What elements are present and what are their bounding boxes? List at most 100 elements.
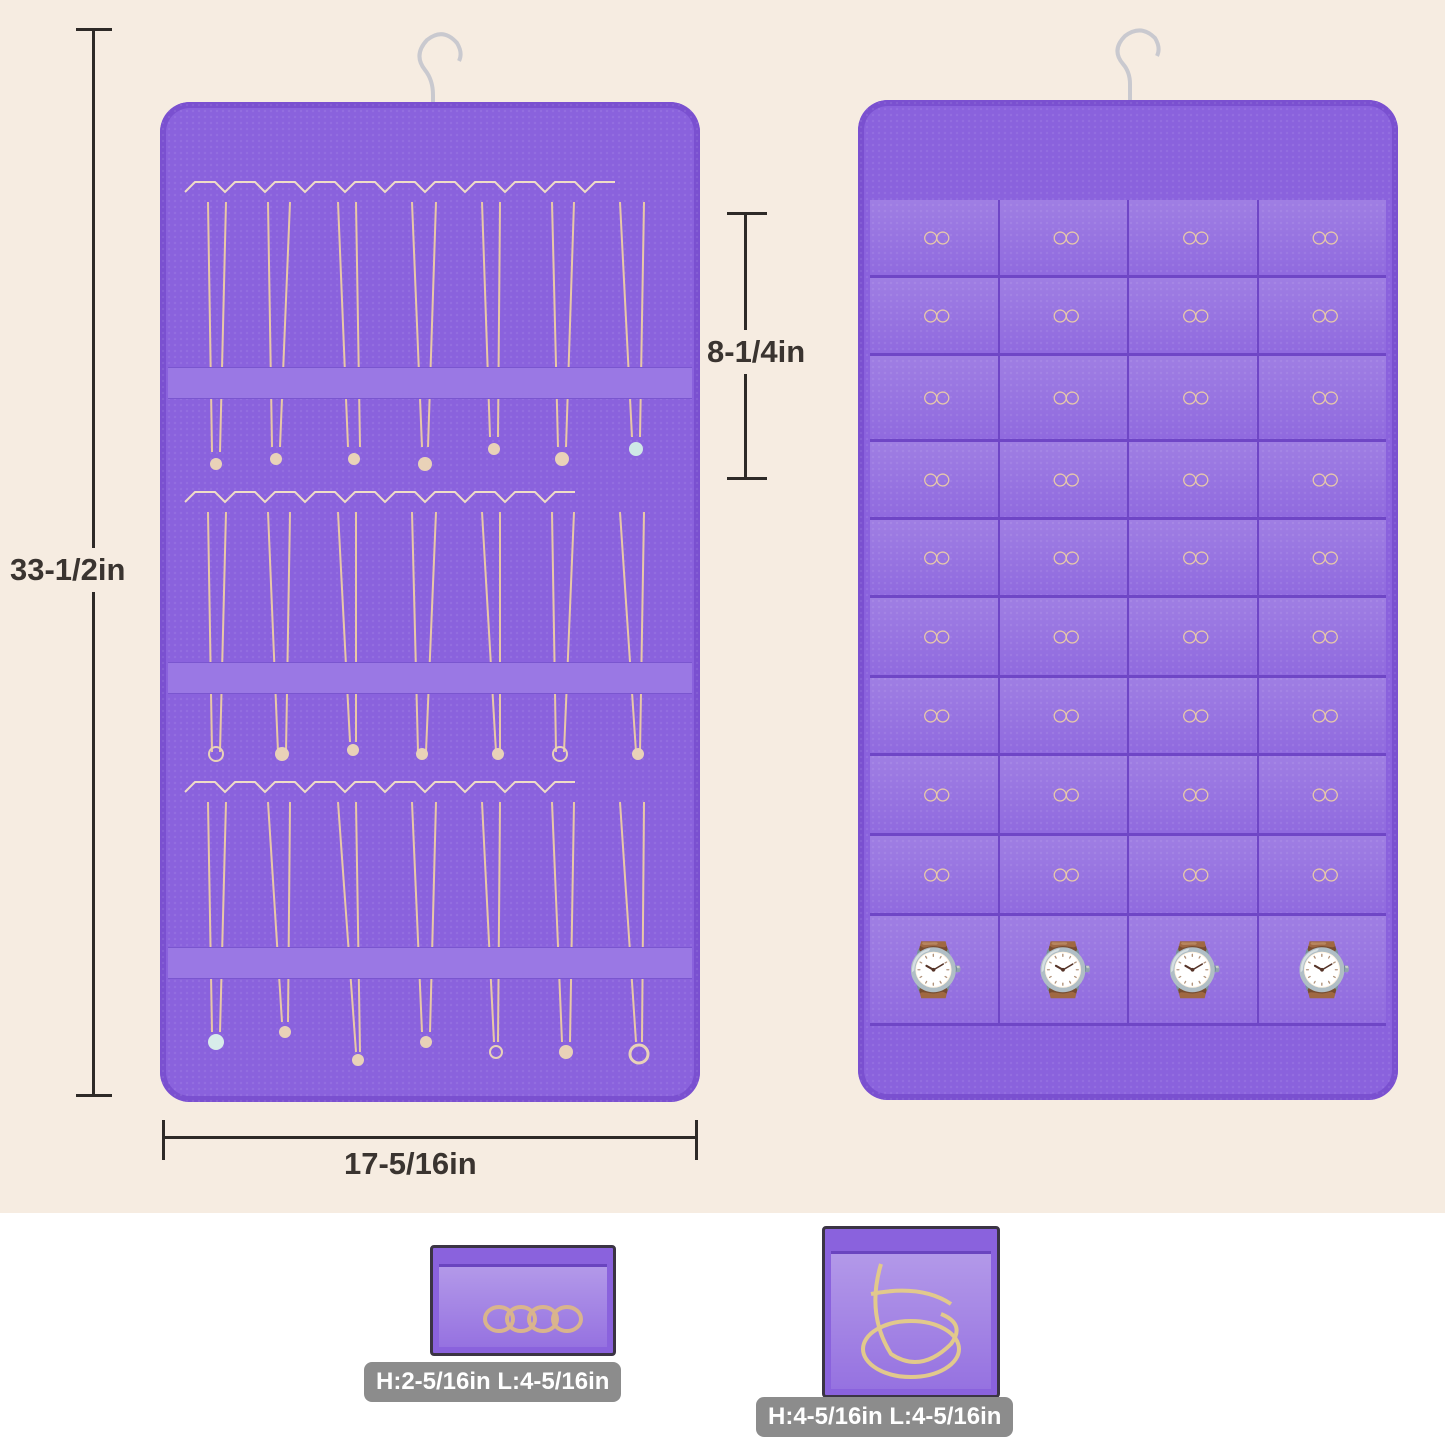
earring-icon: ○○ <box>921 298 952 332</box>
earring-pocket: ○○ <box>1258 200 1386 278</box>
earring-pocket: ○○ <box>1129 520 1259 598</box>
earring-pocket: ○○ <box>870 442 1000 520</box>
elastic-strap-3 <box>168 947 692 979</box>
earring-icon: ○○ <box>921 698 952 732</box>
earring-pocket: ○○ <box>999 756 1129 836</box>
earring-icon: ○○ <box>1310 220 1340 254</box>
earring-pocket: ○○ <box>1258 678 1386 756</box>
earring-pocket: ○○ <box>1129 278 1259 356</box>
pocket-row: ○○ ○○ ○○ ○○ <box>870 278 1386 356</box>
earring-pocket: ○○ <box>1129 200 1259 278</box>
earring-pocket: ○○ <box>999 520 1129 598</box>
earring-icon: ○○ <box>1310 619 1340 653</box>
earring-pocket: ○○ <box>1129 442 1259 520</box>
earring-icon: ○○ <box>1310 857 1340 891</box>
earring-pocket: ○○ <box>870 756 1000 836</box>
bracelet-in-pocket <box>861 1263 961 1379</box>
earring-icon: ○○ <box>921 462 952 496</box>
earring-pocket: ○○ <box>999 598 1129 678</box>
width-label: 17-5/16in <box>344 1146 477 1181</box>
earring-icon: ○○ <box>921 619 952 653</box>
small-pocket-size-label: H:2-5/16in L:4-5/16in <box>364 1362 622 1402</box>
earring-pocket: ○○ <box>1258 756 1386 836</box>
earring-icon: ○○ <box>1051 220 1081 254</box>
earring-icon: ○○ <box>921 220 952 254</box>
earring-pocket: ○○ <box>1129 356 1259 442</box>
earring-pocket: ○○ <box>999 836 1129 916</box>
earring-icon: ○○ <box>1051 619 1081 653</box>
elastic-strap-1 <box>168 367 692 399</box>
earring-icon: ○○ <box>1051 857 1081 891</box>
earring-pocket: ○○ <box>1258 598 1386 678</box>
earring-icon: ○○ <box>1051 777 1081 811</box>
section-height-label: 8-1/4in <box>705 330 808 374</box>
earring-icon: ○○ <box>1180 462 1211 496</box>
earring-pocket: ○○ <box>870 278 1000 356</box>
necklace-hooks <box>184 181 650 1066</box>
watch-pocket: ⌚ <box>1258 916 1386 1026</box>
earring-icon: ○○ <box>1051 698 1081 732</box>
earring-icon: ○○ <box>921 380 952 414</box>
earring-icon: ○○ <box>1051 380 1081 414</box>
earring-icon: ○○ <box>1310 380 1340 414</box>
earring-icon: ○○ <box>1180 380 1211 414</box>
earring-pocket: ○○ <box>1129 836 1259 916</box>
earring-pocket: ○○ <box>1129 678 1259 756</box>
earring-icon: ○○ <box>1051 540 1081 574</box>
pocket-row: ○○ ○○ ○○ ○○ <box>870 442 1386 520</box>
hanger-hook-right <box>1115 28 1161 110</box>
earring-pocket: ○○ <box>1129 756 1259 836</box>
earring-pocket: ○○ <box>870 598 1000 678</box>
earring-icon: ○○ <box>921 777 952 811</box>
earring-icon: ○○ <box>1180 220 1211 254</box>
earring-icon: ○○ <box>921 857 952 891</box>
earring-icon: ○○ <box>1310 462 1340 496</box>
large-pocket-detail <box>822 1226 1000 1398</box>
pocket-row: ○○ ○○ ○○ ○○ <box>870 200 1386 278</box>
earring-icon: ○○ <box>921 540 952 574</box>
earring-pocket: ○○ <box>999 442 1129 520</box>
earring-pocket: ○○ <box>1258 442 1386 520</box>
watch-pocket: ⌚ <box>870 916 1000 1026</box>
earring-icon: ○○ <box>1310 698 1340 732</box>
height-label: 33-1/2in <box>10 548 126 592</box>
earring-pocket: ○○ <box>870 200 1000 278</box>
earring-icon: ○○ <box>1310 540 1340 574</box>
earring-pocket: ○○ <box>870 678 1000 756</box>
pocket-row: ○○ ○○ ○○ ○○ <box>870 678 1386 756</box>
watch-pocket: ⌚ <box>999 916 1129 1026</box>
earring-icon: ○○ <box>1051 462 1081 496</box>
watch-pocket: ⌚ <box>1129 916 1259 1026</box>
earring-pocket: ○○ <box>870 520 1000 598</box>
pocket-row: ○○ ○○ ○○ ○○ <box>870 520 1386 598</box>
pocket-row: ○○ ○○ ○○ ○○ <box>870 836 1386 916</box>
watch-icon: ⌚ <box>1160 941 1226 999</box>
earring-icon: ○○ <box>1180 698 1211 732</box>
earring-pocket: ○○ <box>870 356 1000 442</box>
detail-backdrop <box>0 1213 1445 1437</box>
earring-pocket: ○○ <box>1258 836 1386 916</box>
earring-pocket: ○○ <box>999 278 1129 356</box>
watch-icon: ⌚ <box>901 941 967 999</box>
earring-pocket: ○○ <box>1258 278 1386 356</box>
earring-pocket: ○○ <box>1129 598 1259 678</box>
watch-icon: ⌚ <box>1030 941 1096 999</box>
earring-icon: ○○ <box>1180 777 1211 811</box>
earring-icon: ○○ <box>1180 619 1211 653</box>
earring-icon: ○○ <box>1310 777 1340 811</box>
earring-pocket: ○○ <box>1258 356 1386 442</box>
earring-pocket: ○○ <box>999 356 1129 442</box>
earring-icon: ○○ <box>1310 298 1340 332</box>
large-pocket-size-label: H:4-5/16in L:4-5/16in <box>756 1397 1014 1437</box>
earring-pocket: ○○ <box>999 678 1129 756</box>
necklace-organizer <box>160 102 700 1102</box>
pocket-row: ○○ ○○ ○○ ○○ <box>870 356 1386 442</box>
small-pocket-detail <box>430 1245 616 1356</box>
pocket-organizer: ○○○○○○○○○○○○○○○○○○○○○○○○○○○○○○○○○○○○○○○○… <box>858 100 1398 1100</box>
earring-pocket: ○○ <box>999 200 1129 278</box>
earring-icon: ○○ <box>1180 857 1211 891</box>
earring-icon: ○○ <box>1051 298 1081 332</box>
elastic-strap-2 <box>168 662 692 694</box>
pocket-row: ○○ ○○ ○○ ○○ <box>870 756 1386 836</box>
earring-icon: ○○ <box>1180 298 1211 332</box>
